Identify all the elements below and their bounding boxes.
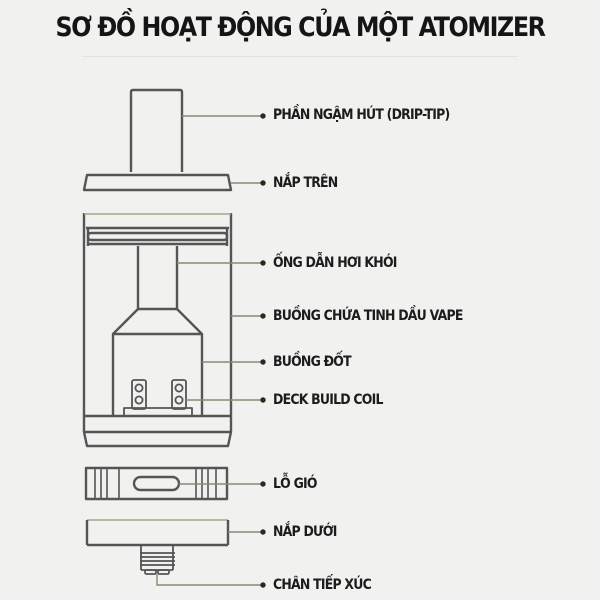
label-top-cap: NẮP TRÊN bbox=[273, 175, 338, 191]
label-bottom-cap: NẮP DƯỚI bbox=[273, 524, 337, 540]
contact-pin-part bbox=[140, 545, 175, 575]
label-deck: DECK BUILD COIL bbox=[273, 392, 383, 408]
drip-tip-part bbox=[129, 88, 184, 172]
chimney-part bbox=[136, 246, 179, 311]
top-cap-part bbox=[82, 173, 233, 192]
label-tank: BUỒNG CHỨA TINH DẦU VAPE bbox=[273, 308, 463, 324]
chamber-part bbox=[111, 308, 204, 416]
leader-lines bbox=[156, 115, 263, 586]
title-divider bbox=[82, 56, 518, 57]
label-airflow: LỖ GIÓ bbox=[273, 476, 317, 492]
leader-dots bbox=[260, 113, 266, 588]
tank-part bbox=[82, 213, 233, 448]
label-chimney: ỐNG DẪN HƠI KHÓI bbox=[273, 255, 397, 271]
diagram-title: SƠ ĐỒ HOẠT ĐỘNG CỦA MỘT ATOMIZER bbox=[55, 12, 545, 43]
bottom-cap-part bbox=[85, 519, 230, 547]
label-chamber: BUỒNG ĐỐT bbox=[273, 354, 352, 370]
label-drip-tip: PHẦN NGẬM HÚT (DRIP-TIP) bbox=[273, 107, 450, 123]
deck-part bbox=[123, 379, 193, 417]
label-contact-pin: CHÂN TIẾP XÚC bbox=[273, 577, 372, 593]
